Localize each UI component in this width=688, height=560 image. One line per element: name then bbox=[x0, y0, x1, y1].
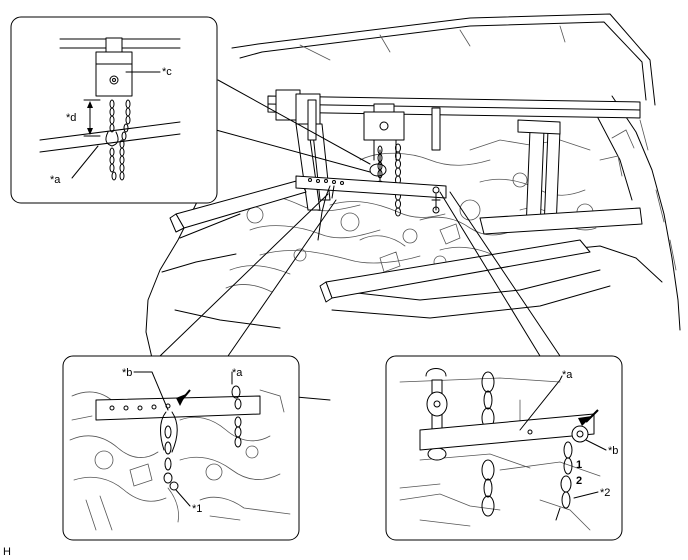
figure-id: H bbox=[3, 546, 11, 558]
detail-leader-lines bbox=[159, 79, 561, 357]
engine-lifting-bar bbox=[295, 175, 447, 241]
label-1: *1 bbox=[192, 503, 202, 515]
vehicle-engine-bay bbox=[145, 13, 681, 401]
label-c: *c bbox=[162, 66, 172, 78]
label-a: *a bbox=[232, 367, 243, 379]
detail-box-right-bracket: *a *b *2 1 2 bbox=[385, 355, 623, 541]
label-a: *a bbox=[50, 174, 61, 186]
detail-box-hoist: *c *d *a bbox=[10, 16, 218, 204]
chain-link-number-2: 2 bbox=[576, 475, 582, 487]
hoist-chains bbox=[376, 143, 401, 217]
engine-support-fixture bbox=[169, 89, 643, 303]
chain-link-number-1: 1 bbox=[576, 459, 582, 471]
label-b: *b bbox=[122, 367, 132, 379]
label-2: *2 bbox=[600, 487, 610, 499]
label-a: *a bbox=[562, 369, 573, 381]
label-b: *b bbox=[608, 445, 618, 457]
label-d: *d bbox=[66, 112, 76, 124]
detail-box-left-bracket: *b *a *1 bbox=[62, 355, 300, 541]
